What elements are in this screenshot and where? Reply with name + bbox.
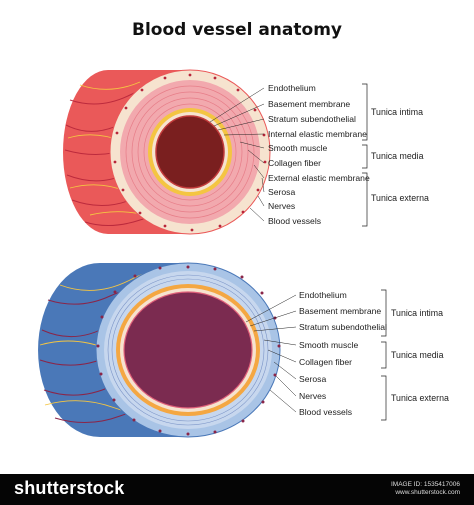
artery-group-tunica-intima: Tunica intima (371, 107, 423, 117)
brand-logo: shutterstock (14, 478, 125, 498)
vein-leader-lines (245, 294, 297, 413)
artery-label-basement-membrane: Basement membrane (268, 99, 350, 109)
vein-externa-dots (96, 265, 281, 436)
vein-label-serosa: Serosa (299, 374, 326, 384)
vein-group-tunica-externa: Tunica externa (391, 393, 449, 403)
page-title: Blood vessel anatomy (131, 20, 342, 40)
artery-illustration (63, 69, 271, 235)
vein-label-smooth-muscle: Smooth muscle (299, 340, 358, 350)
artery-label-blood-vessels: Blood vessels (268, 216, 321, 226)
vein-group-tunica-media: Tunica media (391, 350, 444, 360)
vein-label-collagen-fiber: Collagen fiber (299, 357, 352, 367)
artery-externa-dots (113, 73, 267, 232)
vein-label-stratum-subendothelial: Stratum subendothelial (299, 322, 387, 332)
artery-labels: Endothelium Basement membrane Stratum su… (268, 83, 370, 226)
vein-group-tunica-intima: Tunica intima (391, 308, 443, 318)
vein-label-nerves: Nerves (299, 391, 326, 401)
artery-leader-lines (209, 87, 265, 222)
image-id: IMAGE ID: 1535417006 (390, 481, 460, 488)
vein-labels: Endothelium Basement membrane Stratum su… (299, 290, 387, 417)
vein-label-blood-vessels: Blood vessels (299, 407, 352, 417)
vein-label-endothelium: Endothelium (299, 290, 347, 300)
artery-label-endothelium: Endothelium (268, 83, 316, 93)
artery-group-labels: Tunica intima Tunica media Tunica extern… (371, 107, 429, 203)
artery-lumen (155, 115, 225, 189)
artery-label-smooth-muscle: Smooth muscle (268, 143, 327, 153)
vein-group-labels: Tunica intima Tunica media Tunica extern… (391, 308, 449, 403)
artery-brackets (362, 83, 368, 227)
vein-label-basement-membrane: Basement membrane (299, 306, 381, 316)
artery-label-serosa: Serosa (268, 187, 295, 197)
artery-group-tunica-media: Tunica media (371, 151, 424, 161)
artery-label-collagen-fiber: Collagen fiber (268, 158, 321, 168)
artery-group-tunica-externa: Tunica externa (371, 193, 429, 203)
site-url: www.shutterstock.com (395, 489, 460, 496)
image-id-block: IMAGE ID: 1535417006 www.shutterstock.co… (391, 481, 460, 497)
artery-label-nerves: Nerves (268, 201, 295, 211)
vein-brackets (381, 289, 387, 421)
vessel-diagram: Endothelium Basement membrane Stratum su… (38, 69, 449, 438)
artery-label-internal-elastic-membrane: Internal elastic membrane (268, 129, 367, 139)
artery-media-rings (125, 85, 255, 219)
vein-illustration (38, 262, 281, 438)
artery-label-stratum-subendothelial: Stratum subendothelial (268, 114, 356, 124)
vein-lumen (123, 291, 253, 409)
artery-label-external-elastic-membrane: External elastic membrane (268, 173, 370, 183)
footer-bar: shutterstock IMAGE ID: 1535417006 www.sh… (0, 474, 474, 505)
